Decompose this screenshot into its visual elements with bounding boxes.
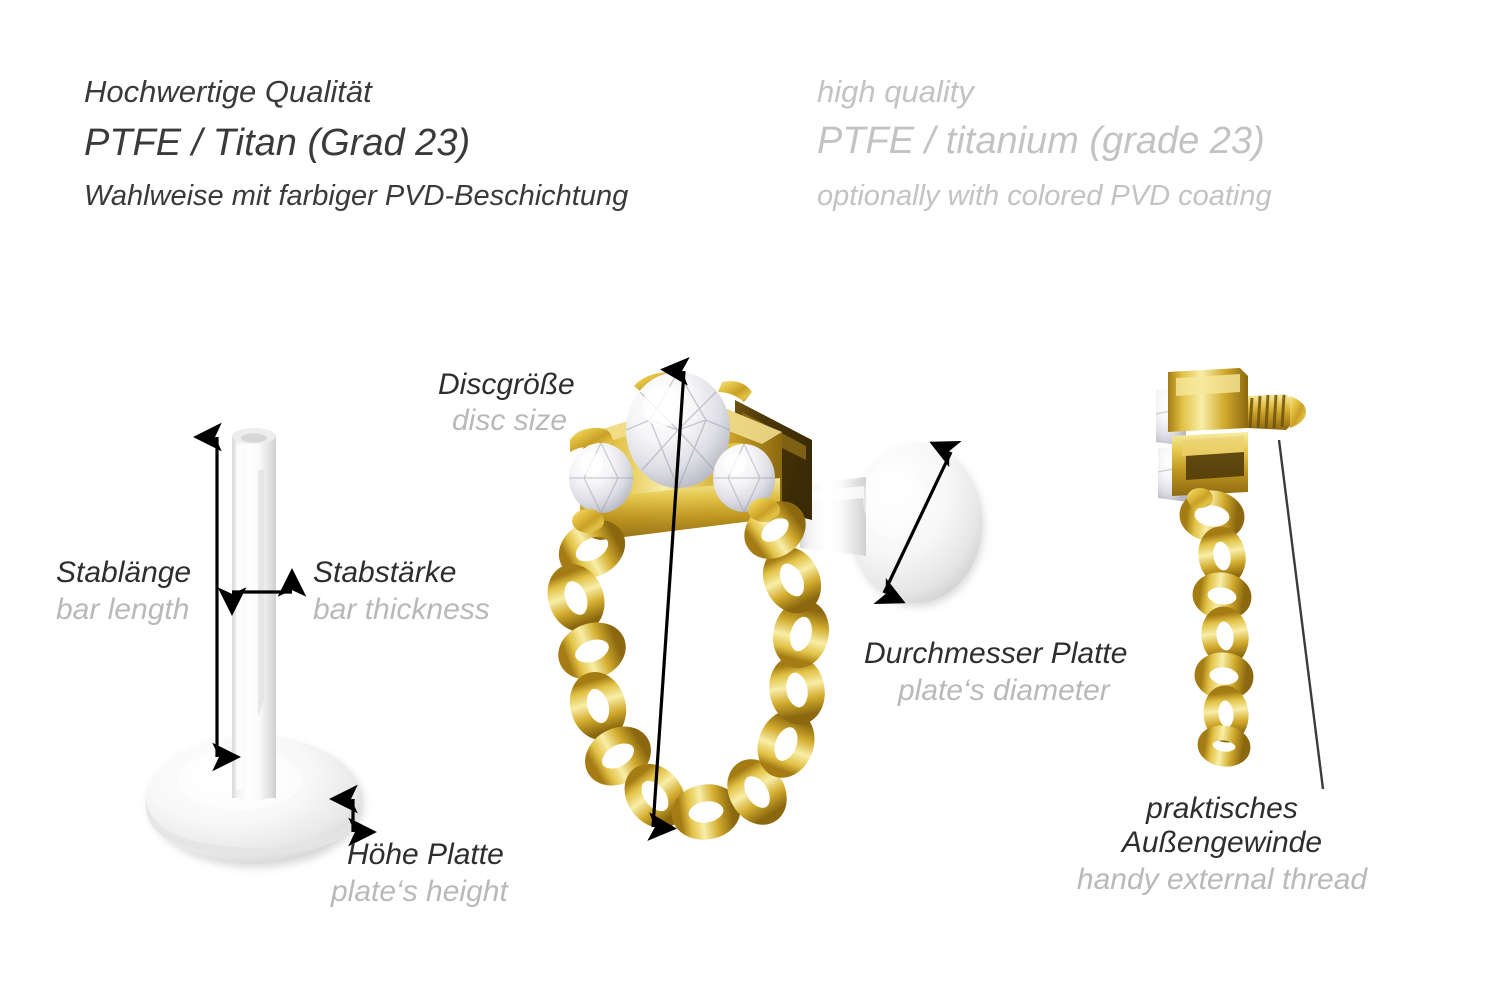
right-block-lower-highlight [1182,436,1244,456]
right-block-upper-highlight [1176,374,1240,396]
label-plate-height-en: plate‘s height [331,875,508,908]
label-external-thread-de-line1: praktisches [1146,792,1298,825]
label-bar-length-de: Stablänge [56,556,192,589]
header-en-line3: optionally with colored PVD coating [817,180,1272,212]
ptfe-bar-bore [241,433,267,443]
leader-line-thread [1277,439,1325,790]
product-center-chain-attachment [547,356,982,842]
arrow-plate-diameter [873,441,962,604]
chain-link-2 [547,564,605,632]
label-external-thread: praktisches Außengewinde handy external … [1077,792,1367,897]
product-right-side-view [1155,368,1325,790]
header-de-line1: Hochwertige Qualität [84,74,372,109]
label-bar-thickness-de: Stabstärke [313,556,457,589]
gem-left-sparkle [579,452,603,476]
header-en-line2: PTFE / titanium (grade 23) [817,120,1265,162]
right-chain-fixture [1187,488,1213,508]
thread-grooves [1248,394,1286,429]
right-chain-link-7 [1197,725,1251,767]
chain-link-3 [558,622,626,680]
arrow-disc-size [647,356,690,842]
external-thread-pin [1248,394,1306,430]
header-de-line3: Wahlweise mit farbiger PVD-Beschichtung [84,180,629,212]
label-plate-diameter: Durchmesser Platte plate‘s diameter [864,637,1127,708]
chain-link-11 [773,599,829,669]
gem-right-sparkle [724,453,746,475]
chain-link-7 [671,784,741,840]
right-gold-chain [1179,490,1254,767]
label-external-thread-en: handy external thread [1076,863,1368,896]
chain-attach-left [572,509,604,533]
chain-link-8 [727,759,787,825]
center-ptfe-bar-highlight [804,486,864,503]
label-bar-length: Stablänge bar length [56,556,191,627]
product-left-ptfe-labret [146,422,377,864]
thread-tip [1290,396,1306,428]
label-plate-diameter-de: Durchmesser Platte [864,637,1128,670]
header-de-line2: PTFE / Titan (Grad 23) [84,122,471,164]
right-block-recess [1186,452,1244,480]
label-plate-diameter-en: plate‘s diameter [898,674,1110,707]
chain-link-5 [585,726,651,786]
label-bar-thickness: Stabstärke bar thickness [313,556,490,627]
gold-chain-loop [547,501,829,840]
chain-attach-right [748,498,780,522]
label-bar-length-en: bar length [56,593,190,626]
label-plate-height: Höhe Platte plate‘s height [331,838,508,909]
thread-shaft [1248,394,1292,430]
chain-link-4 [569,671,627,741]
header-en-line1: high quality [817,74,974,109]
ptfe-bar-highlight [236,444,243,790]
label-disc-size-en: disc size [452,404,568,437]
label-external-thread-de-line2: Außengewinde [1121,826,1323,859]
label-disc-size: Discgröße disc size [438,368,575,438]
label-bar-thickness-en: bar thickness [313,593,490,626]
setting-top-ridge [600,398,782,444]
prong-center-right [718,381,752,402]
chain-link-10 [769,655,825,725]
label-disc-size-de: Discgröße [438,368,575,401]
label-plate-height-de: Höhe Platte [347,838,504,871]
gem-center-sparkle [643,385,681,427]
